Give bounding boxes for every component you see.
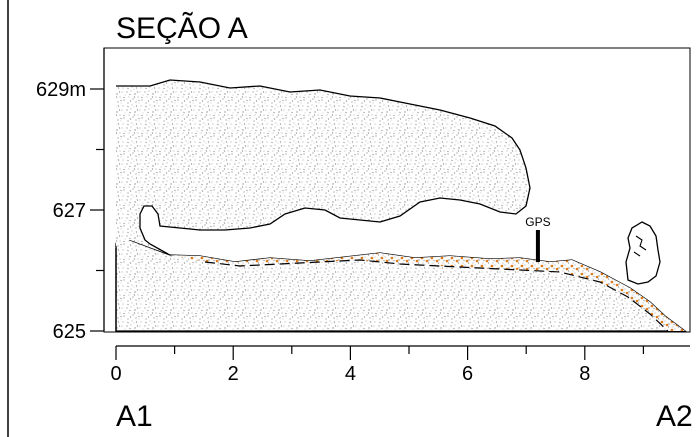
horizontal-tick-label: 0 (110, 363, 121, 385)
gps-post (535, 230, 540, 262)
gps-marker: GPS (525, 215, 551, 262)
endpoint-label-left: A1 (116, 400, 153, 433)
vertical-tick-label: 625 (53, 321, 86, 343)
sediment-layer (170, 253, 685, 331)
rock-block-outline (625, 221, 661, 285)
vertical-tick-label: 627 (53, 200, 86, 222)
endpoint-label-right: A2 (656, 400, 693, 433)
horizontal-tick-label: 8 (579, 363, 590, 385)
sediment-base-dashed (204, 259, 669, 332)
section-title: SEÇÃO A (116, 11, 248, 45)
gps-label: GPS (525, 215, 550, 229)
floor-rock (115, 238, 687, 332)
horizontal-tick-label: 2 (228, 363, 239, 385)
vertical-tick-label: 629m (36, 79, 86, 101)
horizontal-tick-label: 6 (462, 363, 473, 385)
rock-block-detail (633, 235, 647, 257)
vertical-axis-ticks: 629m 627 625 (36, 79, 104, 343)
horizontal-axis-ticks: 0 2 4 6 8 10m (110, 346, 698, 385)
horizontal-tick-label: 4 (345, 363, 356, 385)
ceiling-rock (116, 80, 530, 254)
horizontal-tick-label: 10m (697, 363, 698, 385)
ceiling-outline (116, 79, 531, 255)
